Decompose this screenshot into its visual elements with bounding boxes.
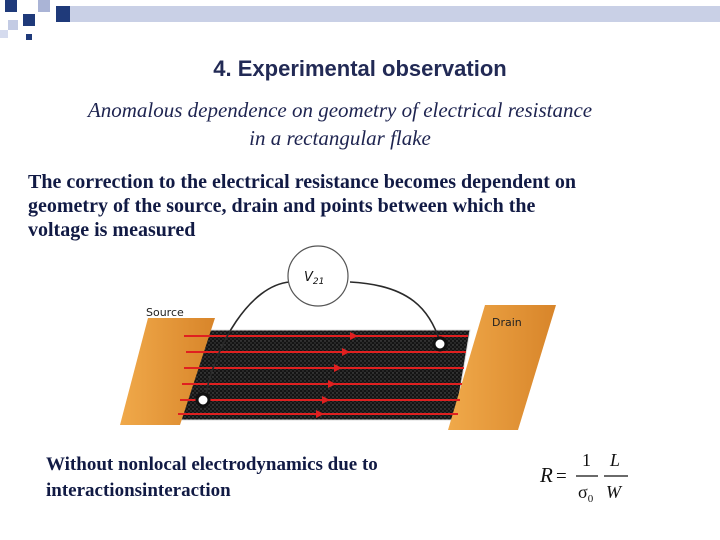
decor-square-light-2 [8, 20, 18, 30]
voltage-probe-2 [432, 336, 448, 352]
decor-bar-dark [56, 6, 70, 22]
body-line-1: The correction to the electrical resista… [28, 171, 577, 193]
current-arrow [328, 380, 336, 388]
voltmeter-subscript: 21 [313, 277, 324, 287]
decor-square-dark-1 [5, 0, 17, 12]
voltage-probe-1 [195, 392, 211, 408]
formula-denominator-1: σ0 [578, 482, 594, 505]
drain-label: Drain [492, 316, 522, 329]
voltmeter-wire-left [204, 281, 291, 399]
current-arrow [350, 332, 358, 340]
decor-square-light-3 [0, 30, 8, 38]
caption-line-1: Without nonlocal electrodynamics due to [46, 454, 378, 475]
decor-square-dark-2 [23, 14, 35, 26]
decor-bar-light [70, 6, 720, 22]
voltmeter-circle [287, 245, 349, 307]
drain-electrode [448, 305, 556, 430]
slide-title: 4. Experimental observation [213, 56, 507, 81]
formula-numerator-1: 1 [582, 450, 591, 470]
subtitle-line-1: Anomalous dependence on geometry of elec… [87, 98, 593, 122]
caption-line-2: interactionsinteraction [46, 480, 231, 501]
source-electrode [120, 318, 215, 425]
current-arrow [322, 396, 330, 404]
body-line-3: voltage is measured [28, 219, 196, 241]
slide-subtitle: Anomalous dependence on geometry of elec… [20, 96, 660, 152]
body-line-2: geometry of the source, drain and points… [28, 195, 536, 217]
slide-body-text: The correction to the electrical resista… [28, 170, 708, 242]
formula-lhs: R [539, 463, 553, 487]
caption: Without nonlocal electrodynamics due to … [46, 452, 506, 504]
voltmeter-label: V21 [304, 270, 324, 287]
voltmeter-wire-right [349, 281, 441, 343]
current-arrow [316, 410, 324, 418]
corner-decoration [0, 0, 720, 40]
flake [174, 329, 471, 421]
current-arrow [334, 364, 342, 372]
formula-denominator-2: W [606, 482, 623, 502]
subtitle-line-2: in a rectangular flake [249, 126, 431, 150]
flake-diagram: V21 Source Drain [120, 245, 556, 430]
current-arrow [342, 348, 350, 356]
formula-equals: = [556, 466, 567, 487]
current-lines [178, 332, 468, 418]
resistance-formula: R = 1 σ0 L W [539, 450, 628, 505]
decor-square-light-1 [38, 0, 50, 12]
decor-square-dark-3 [26, 34, 32, 40]
formula-numerator-2: L [609, 450, 620, 470]
source-label: Source [146, 306, 184, 319]
formula-subscript: 0 [588, 493, 594, 505]
